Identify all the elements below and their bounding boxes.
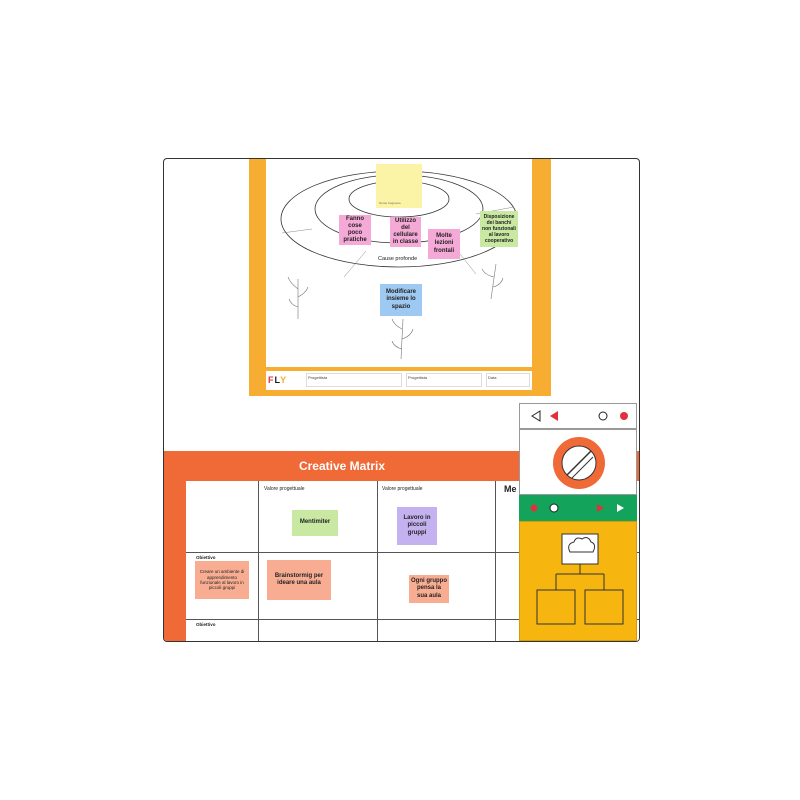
frame-canvas-area: Nome Cognome Fanno cose poco pratiche Ut… — [266, 159, 532, 367]
org-chart-box — [519, 521, 637, 641]
sticky-note[interactable]: Disposizione dei banchi non funzionali a… — [480, 211, 518, 247]
no-entry-box — [519, 429, 637, 495]
row-header: Obiettivo — [196, 555, 216, 560]
record-dot-icon — [620, 412, 628, 420]
overlay-graphic-panel — [519, 403, 639, 641]
sticky-label: Disposizione dei banchi non funzionali a… — [482, 214, 516, 244]
play-left-outline-icon — [532, 411, 540, 421]
column-header: Valore progettuale — [382, 486, 423, 492]
column-header: Valore progettuale — [264, 486, 305, 492]
sticky-label: Ogni gruppo pensa la sua aula — [411, 578, 447, 600]
sticky-note[interactable]: Ogni gruppo pensa la sua aula — [409, 575, 449, 603]
green-bar-icons — [519, 495, 637, 521]
row-header: Obiettivo — [196, 622, 216, 627]
control-icons — [520, 404, 638, 428]
sticky-note[interactable]: Utilizzo del cellulare in classe — [390, 217, 421, 247]
sticky-label: Utilizzo del cellulare in classe — [392, 218, 419, 247]
whiteboard-canvas[interactable]: Nome Cognome Fanno cose poco pratiche Ut… — [163, 158, 640, 642]
sticky-note[interactable]: Creare un ambiente di apprendimento funz… — [195, 561, 249, 599]
footer-field-data[interactable]: Data — [486, 373, 530, 387]
org-chart-icon — [520, 522, 638, 642]
no-entry-icon — [520, 430, 638, 496]
top-control-bar — [519, 403, 637, 429]
sticky-label: Creare un ambiente di apprendimento funz… — [197, 569, 247, 591]
footer-field-progettista[interactable]: Progettista — [306, 373, 402, 387]
play-left-red-icon — [550, 411, 558, 421]
flywheel-logo: FLY — [268, 375, 287, 385]
sticky-label: Brainstormig per ideare una aula — [269, 573, 329, 587]
sticky-label: Lavoro in piccoli gruppi — [399, 515, 435, 537]
footer-field-progettista[interactable]: Progettista — [406, 373, 482, 387]
circle-outline-icon — [599, 412, 607, 420]
sticky-note[interactable]: Modificare insieme lo spazio — [380, 284, 422, 316]
grid-divider — [495, 481, 496, 641]
sticky-label: Mentimiter — [300, 519, 330, 526]
matrix-title: Creative Matrix — [164, 459, 520, 473]
sticky-author: Nome Cognome — [379, 202, 401, 206]
flywheel-template-frame[interactable]: Nome Cognome Fanno cose poco pratiche Ut… — [249, 159, 551, 396]
sticky-note[interactable]: Mentimiter — [292, 510, 338, 536]
sticky-note-empty[interactable]: Nome Cognome — [376, 164, 422, 208]
grid-divider — [258, 481, 259, 641]
sticky-label: Molte lezioni frontali — [430, 233, 458, 255]
sticky-note[interactable]: Lavoro in piccoli gruppi — [397, 507, 437, 545]
sticky-label: Fanno cose poco pratiche — [341, 216, 369, 245]
sticky-label: Modificare insieme lo spazio — [382, 289, 420, 311]
sticky-note[interactable]: Fanno cose poco pratiche — [339, 215, 371, 245]
cause-profonde-label: Cause profonde — [378, 256, 417, 262]
sticky-note[interactable]: Molte lezioni frontali — [428, 229, 460, 259]
template-footer: FLY Progettista Progettista Data — [266, 371, 532, 390]
column-header: Me — [504, 484, 517, 494]
grid-divider — [377, 481, 378, 641]
green-control-bar — [519, 495, 637, 521]
sticky-note[interactable]: Brainstormig per ideare una aula — [267, 560, 331, 600]
